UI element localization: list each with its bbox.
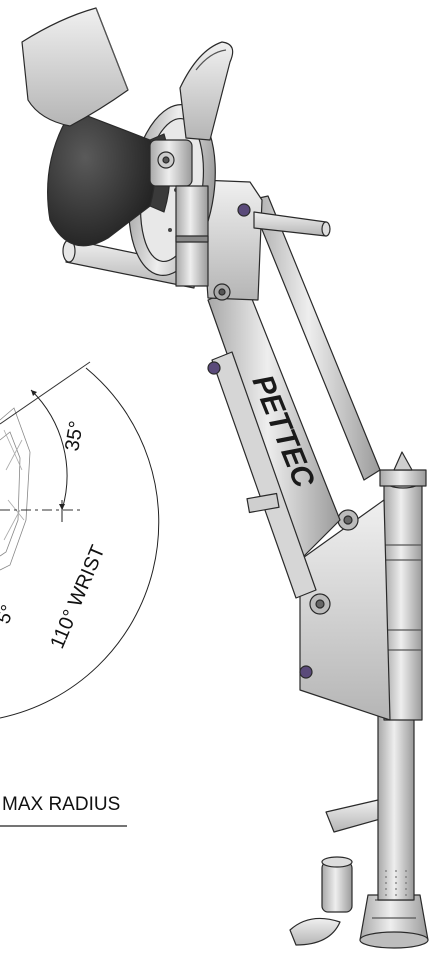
vertical-post: [377, 699, 415, 901]
wrist-sketch: [0, 407, 31, 571]
wrist-motor: [149, 139, 209, 287]
angle-partial-label: 5°: [0, 602, 19, 627]
gripper-arm: [179, 41, 234, 141]
upper-joint: [199, 179, 263, 301]
angle-line: [0, 361, 91, 425]
dimension-diagram: 35° 110° WRIST 5° MAX RADIUS: [0, 361, 160, 827]
arm-strut: [211, 351, 317, 599]
wrist-110-label: 110° WRIST: [46, 542, 109, 652]
column-housing: [379, 451, 427, 721]
spoon-scoop: [21, 7, 129, 127]
arc-110-wrist: [0, 367, 160, 719]
max-radius-label: MAX RADIUS: [2, 794, 120, 815]
arm-link-rear: [249, 195, 381, 481]
angle-35-label: 35°: [61, 419, 88, 453]
arc-35: [30, 389, 68, 511]
feeding-arm: PETTEC: [21, 7, 429, 949]
